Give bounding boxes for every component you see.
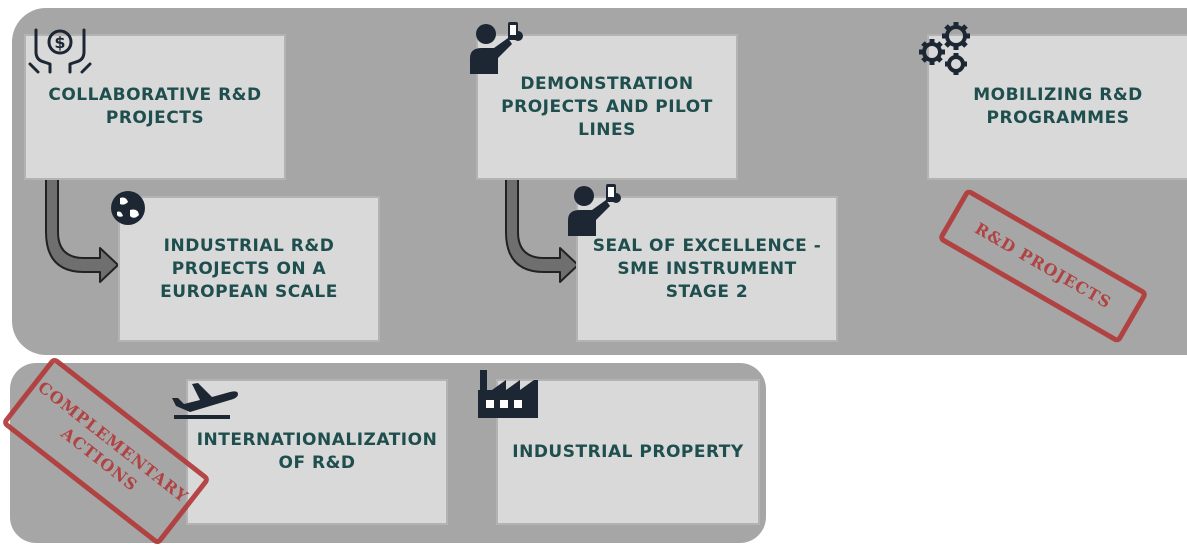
industrial-rd-european-label: INDUSTRIAL R&D PROJECTS ON A EUROPEAN SC… bbox=[160, 235, 338, 302]
factory-icon bbox=[478, 370, 538, 418]
hands-money-icon: $ bbox=[28, 28, 92, 74]
gears-icon bbox=[919, 22, 970, 75]
industrial-property-label: INDUSTRIAL PROPERTY bbox=[512, 441, 744, 462]
mobilizing-rd-programmes-label: MOBILIZING R&D PROGRAMMES bbox=[973, 85, 1143, 128]
svg-text:$: $ bbox=[54, 33, 65, 52]
airplane-icon bbox=[172, 383, 238, 419]
seal-of-excellence-label: SEAL OF EXCELLENCE - SME INSTRUMENT STAG… bbox=[592, 235, 822, 302]
demonstration-projects-label: DEMONSTRATION PROJECTS AND PILOT LINES bbox=[501, 73, 713, 140]
internationalization-label: INTERNATIONALIZATION OF R&D bbox=[196, 430, 438, 473]
internationalization-box: INTERNATIONALIZATION OF R&D bbox=[186, 379, 448, 525]
person-phone-icon bbox=[470, 22, 523, 74]
industrial-property-box: INDUSTRIAL PROPERTY bbox=[496, 379, 760, 525]
globe-icon bbox=[111, 191, 145, 225]
demonstration-projects-box: DEMONSTRATION PROJECTS AND PILOT LINES bbox=[476, 34, 738, 180]
person-phone-icon bbox=[568, 184, 621, 236]
seal-of-excellence-box: SEAL OF EXCELLENCE - SME INSTRUMENT STAG… bbox=[576, 196, 838, 342]
mobilizing-rd-programmes-box: MOBILIZING R&D PROGRAMMES bbox=[927, 34, 1187, 180]
collaborative-rd-projects-box: COLLABORATIVE R&D PROJECTS bbox=[24, 34, 286, 180]
industrial-rd-european-box: INDUSTRIAL R&D PROJECTS ON A EUROPEAN SC… bbox=[118, 196, 380, 342]
collaborative-rd-projects-label: COLLABORATIVE R&D PROJECTS bbox=[48, 85, 262, 128]
